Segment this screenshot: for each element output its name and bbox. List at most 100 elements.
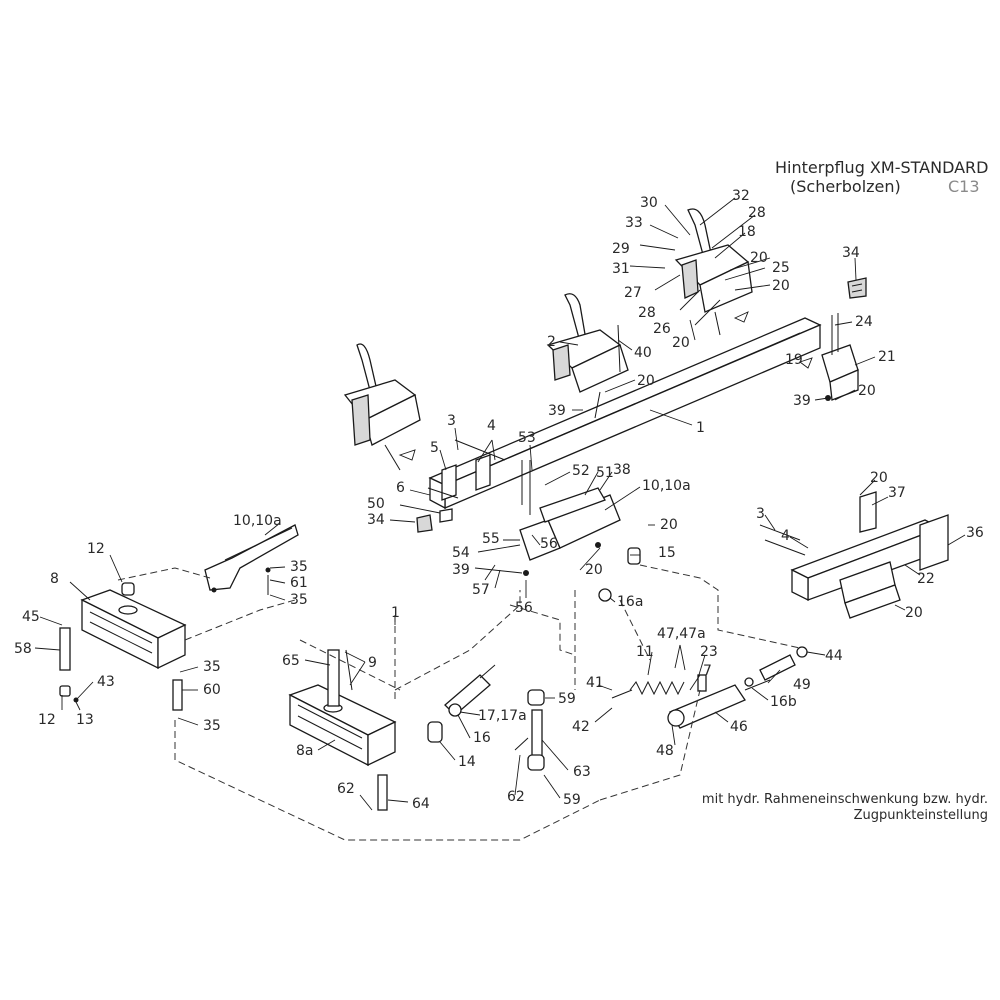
callout-label: 27 xyxy=(624,285,642,301)
callout-label: 42 xyxy=(572,719,590,735)
callout-label: 62 xyxy=(337,781,355,797)
callout-label: 10,10a xyxy=(642,478,691,494)
callout-label: 4 xyxy=(487,418,496,434)
callout-label: 3 xyxy=(756,506,765,522)
callout-labels: 30 32 33 28 18 29 20 31 25 27 28 26 20 3… xyxy=(14,188,984,812)
callout-label: 56 xyxy=(515,600,533,616)
callout-label: 28 xyxy=(748,205,766,221)
callout-label: 35 xyxy=(203,718,221,734)
callout-label: 16a xyxy=(617,594,643,610)
callout-label: 34 xyxy=(842,245,860,261)
callout-label: 35 xyxy=(290,592,308,608)
diagram-code: C13 xyxy=(948,177,980,196)
callout-label: 40 xyxy=(634,345,652,361)
spring-and-cylinder-right xyxy=(611,646,808,729)
callout-label: 47,47a xyxy=(657,626,706,642)
callout-label: 39 xyxy=(548,403,566,419)
callout-label: 1 xyxy=(391,605,400,621)
callout-label: 1 xyxy=(696,420,705,436)
plough-body-2 xyxy=(546,293,629,419)
callout-label: 20 xyxy=(905,605,923,621)
callout-label: 35 xyxy=(203,659,221,675)
callout-label: 26 xyxy=(653,321,671,337)
callout-label: 36 xyxy=(966,525,984,541)
callout-label: 58 xyxy=(14,641,32,657)
callout-label: 18 xyxy=(738,224,756,240)
callout-label: 41 xyxy=(586,675,604,691)
pivot-pin-assembly xyxy=(514,689,545,771)
callout-label: 45 xyxy=(22,609,40,625)
callout-label: 39 xyxy=(793,393,811,409)
callout-label: 14 xyxy=(458,754,476,770)
callout-label: 6 xyxy=(396,480,405,496)
callout-label: 63 xyxy=(573,764,591,780)
rear-cross-frame xyxy=(759,491,949,619)
callout-label: 31 xyxy=(612,261,630,277)
support-slide-middle xyxy=(288,649,397,811)
callout-label: 35 xyxy=(290,559,308,575)
callout-label: 16 xyxy=(473,730,491,746)
callout-label: 56 xyxy=(540,536,558,552)
callout-label: 25 xyxy=(772,260,790,276)
callout-label: 8a xyxy=(296,743,314,759)
hydraulic-routing-dashes xyxy=(117,564,801,841)
callout-label: 57 xyxy=(472,582,490,598)
callout-label: 10,10a xyxy=(233,513,282,529)
callout-label: 5 xyxy=(430,440,439,456)
callout-label: 50 xyxy=(367,496,385,512)
diagram-subtitle: (Scherbolzen) xyxy=(790,177,901,196)
callout-label: 62 xyxy=(507,789,525,805)
callout-label: 53 xyxy=(518,430,536,446)
callout-label: 52 xyxy=(572,463,590,479)
callout-label: 33 xyxy=(625,215,643,231)
callout-label: 21 xyxy=(878,349,896,365)
callout-label: 28 xyxy=(638,305,656,321)
callout-label: 16b xyxy=(770,694,797,710)
callout-label: 20 xyxy=(660,517,678,533)
callout-label: 12 xyxy=(38,712,56,728)
callout-label: 9 xyxy=(368,655,377,671)
callout-label: 37 xyxy=(888,485,906,501)
callout-label: 13 xyxy=(76,712,94,728)
callout-label: 32 xyxy=(732,188,750,204)
callout-label: 22 xyxy=(917,571,935,587)
callout-label: 11 xyxy=(636,644,654,660)
plough-body-3 xyxy=(674,208,753,336)
callout-label: 55 xyxy=(482,531,500,547)
central-pivot-bracket xyxy=(519,460,621,576)
small-hardware-15-16a xyxy=(598,547,641,602)
callout-label: 34 xyxy=(367,512,385,528)
footer-note-line2: Zugpunkteinstellung xyxy=(854,808,988,823)
callout-label: 44 xyxy=(825,648,843,664)
callout-label: 46 xyxy=(730,719,748,735)
diagram-title: Hinterpflug XM-STANDARD xyxy=(775,158,989,177)
callout-label: 38 xyxy=(613,462,631,478)
callout-label: 19 xyxy=(785,352,803,368)
callout-label: 24 xyxy=(855,314,873,330)
plough-body-1 xyxy=(343,343,421,471)
clamp-plates-left xyxy=(416,439,506,533)
callout-label: 20 xyxy=(637,373,655,389)
callout-label: 17,17a xyxy=(478,708,527,724)
shear-bolt-holder-plate xyxy=(847,277,867,299)
callout-label: 12 xyxy=(87,541,105,557)
left-pivot-arm xyxy=(204,524,299,595)
callout-label: 61 xyxy=(290,575,308,591)
callout-label: 29 xyxy=(612,241,630,257)
hydraulic-cylinder-left xyxy=(427,664,496,743)
callout-leaders xyxy=(34,197,966,811)
callout-label: 60 xyxy=(203,682,221,698)
callout-label: 15 xyxy=(658,545,676,561)
callout-label: 23 xyxy=(700,644,718,660)
callout-label: 20 xyxy=(772,278,790,294)
callout-label: 30 xyxy=(640,195,658,211)
callout-label: 3 xyxy=(447,413,456,429)
callout-label: 51 xyxy=(596,465,614,481)
callout-label: 2 xyxy=(547,334,556,350)
callout-label: 59 xyxy=(563,792,581,808)
support-slide-left xyxy=(59,582,187,711)
callout-label: 39 xyxy=(452,562,470,578)
callout-label: 64 xyxy=(412,796,430,812)
callout-label: 20 xyxy=(585,562,603,578)
